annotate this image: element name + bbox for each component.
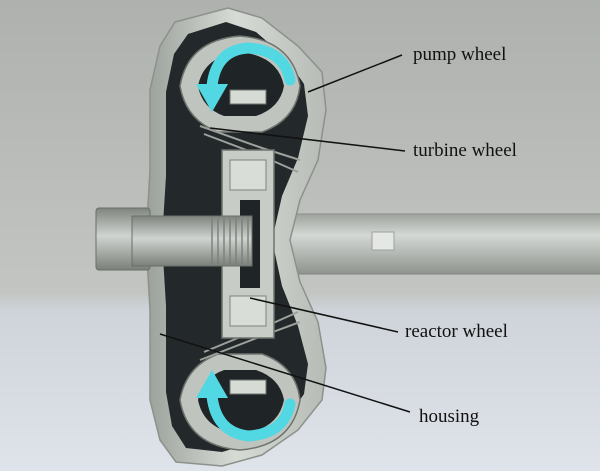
leader-lines (159, 54, 411, 413)
output-shaft (262, 213, 600, 275)
pump-wheel-leader (307, 54, 403, 93)
housing-label: housing (419, 406, 480, 427)
reactor-wheel-leader (249, 297, 399, 333)
clockwise-flow-arrow-icon (196, 42, 296, 112)
turbine-wheel-leader (209, 127, 406, 152)
turbine-wheel-label: turbine wheel (413, 140, 517, 161)
housing-leader (159, 333, 411, 413)
counterclockwise-flow-arrow-icon (196, 370, 296, 442)
input-shaft (95, 207, 253, 271)
reactor-wheel-label: reactor wheel (405, 321, 508, 342)
pump-wheel-label: pump wheel (413, 44, 507, 65)
